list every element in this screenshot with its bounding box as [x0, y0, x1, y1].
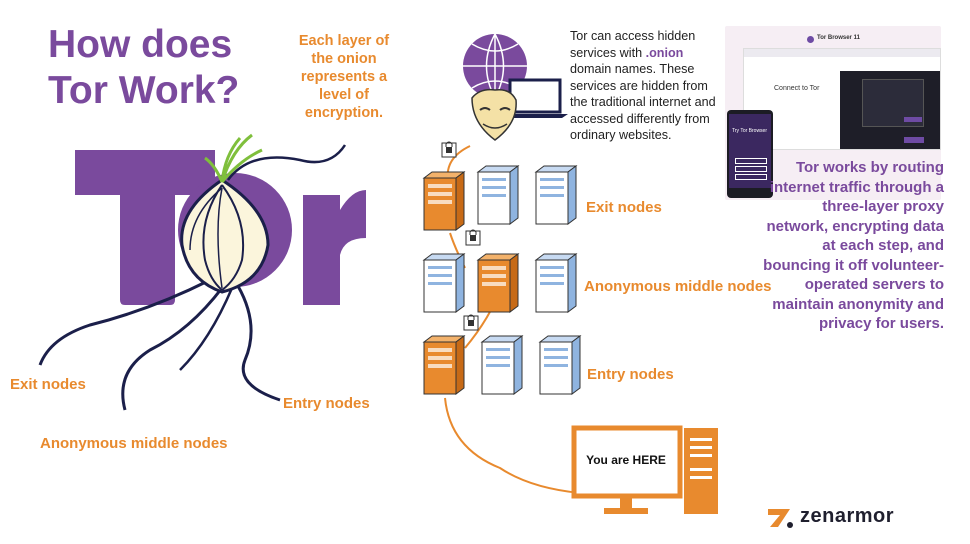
tor-browser-screenshot: Tor Browser 11 Connect to Tor Try Tor Br…: [725, 26, 941, 200]
tor-logo-t: [75, 150, 215, 305]
mobile-button[interactable]: [735, 174, 767, 180]
server-middle: [423, 253, 465, 313]
onion-label-middle: Anonymous middle nodes: [40, 435, 228, 452]
tor-logo-graphic: [38, 133, 366, 411]
computer-label: You are HERE: [586, 453, 666, 467]
zenarmor-logo-icon: [768, 509, 793, 528]
lock-icon: [463, 314, 479, 331]
node-label-middle: Anonymous middle nodes: [584, 278, 772, 295]
anonymous-mask-icon: [471, 88, 517, 141]
node-label-entry: Entry nodes: [587, 366, 674, 383]
mobile-button[interactable]: [735, 166, 767, 172]
tor-browser-icon: [807, 36, 814, 43]
note-text-after: domain names. These services are hidden …: [570, 62, 716, 142]
layer-note: Each layer of the onion represents a lev…: [298, 33, 390, 121]
connect-button-2[interactable]: [904, 137, 924, 143]
brand-wordmark: zenarmor: [800, 505, 895, 527]
browser-tabbar: [744, 49, 940, 57]
node-label-exit: Exit nodes: [586, 199, 662, 216]
mobile-button[interactable]: [735, 158, 767, 164]
onion-label-exit: Exit nodes: [10, 376, 86, 393]
encryption-pointer: [226, 144, 347, 181]
lock-icon: [441, 141, 457, 158]
mobile-screen: Try Tor Browser: [729, 114, 771, 188]
onion-leaves: [204, 133, 263, 183]
note-text-before: Tor can access hidden services with: [570, 29, 696, 60]
network-diagram: [423, 33, 718, 514]
lock-icon: [465, 229, 481, 246]
connect-heading: Connect to Tor: [774, 85, 820, 92]
page-title: How does Tor Work?: [48, 23, 240, 112]
browser-titlebar: Tor Browser 11: [745, 34, 939, 46]
tor-logo-r: [303, 190, 366, 305]
server-exit-active: [423, 171, 465, 231]
server-entry: [539, 335, 581, 395]
server-middle-active: [477, 253, 519, 313]
mobile-screenshot: Try Tor Browser: [727, 110, 773, 198]
onion-term: .onion: [645, 45, 684, 60]
mobile-try-text: Try Tor Browser: [732, 128, 768, 134]
onion-label-entry: Entry nodes: [283, 395, 370, 412]
connection-panel: [840, 71, 940, 149]
tor-description: Tor works by routing internet traffic th…: [763, 159, 944, 332]
onion-root-middle: [121, 287, 224, 411]
connect-button[interactable]: [904, 117, 922, 122]
onion-root-entry: [236, 285, 281, 402]
browser-window: Connect to Tor: [743, 48, 941, 150]
server-entry-active: [423, 335, 465, 395]
server-middle: [535, 253, 577, 313]
onion-root-exit: [38, 278, 211, 366]
browser-app-title: Tor Browser 11: [817, 35, 860, 41]
server-exit: [535, 165, 577, 225]
server-exit: [477, 165, 519, 225]
computer-icon: [571, 425, 718, 514]
server-entry: [481, 335, 523, 395]
laptop-icon: [502, 78, 568, 118]
hidden-services-note: Tor can access hidden services with .oni…: [570, 28, 720, 144]
onion-root-mid2: [179, 287, 234, 371]
